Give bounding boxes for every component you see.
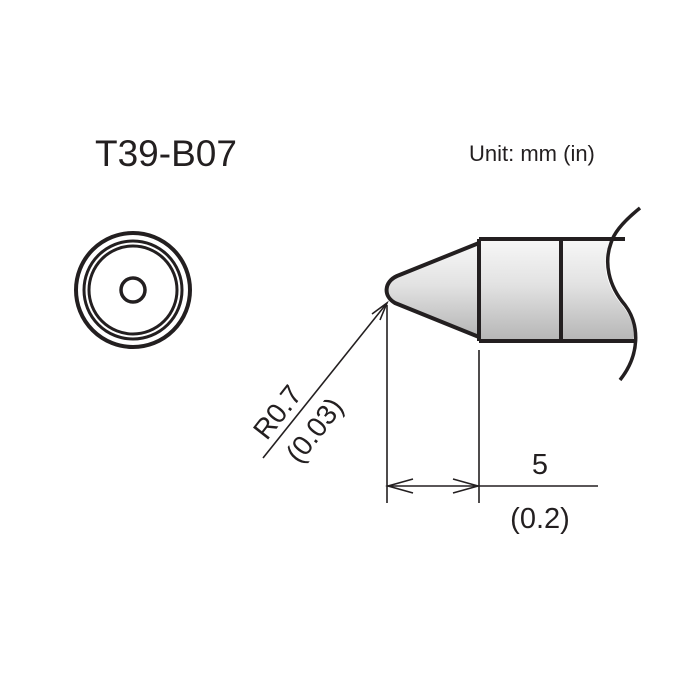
length-metric-label: 5 [532,449,548,481]
length-dimension-lines [385,305,598,503]
unit-label: Unit: mm (in) [469,141,595,166]
tip-side-view [384,206,642,382]
model-title: T39-B07 [95,133,237,174]
end-view-icon [74,231,192,349]
radius-leader [262,300,389,459]
length-imperial-label: (0.2) [510,503,570,535]
